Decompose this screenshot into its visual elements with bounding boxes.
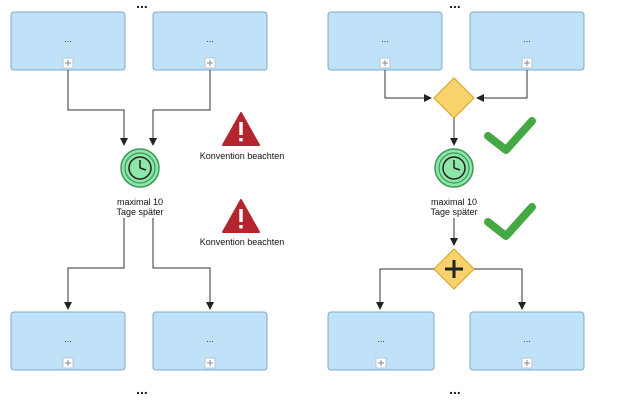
- ellipsis-bottom-left: ...: [136, 381, 148, 397]
- task-label: ...: [377, 334, 385, 344]
- expand-plus-icon[interactable]: [204, 57, 216, 69]
- task-label: ...: [523, 34, 531, 44]
- expand-plus-icon[interactable]: [379, 57, 391, 69]
- sequence-flow: [476, 70, 528, 102]
- expand-plus-icon[interactable]: [521, 57, 533, 69]
- task-label: ...: [381, 34, 389, 44]
- timer-caption-line1: maximal 10: [117, 197, 163, 207]
- expand-plus-icon[interactable]: [62, 57, 74, 69]
- expand-plus-icon[interactable]: [204, 357, 216, 369]
- warning-triangle-icon: [222, 112, 260, 146]
- timer-caption-line2: Tage später: [430, 207, 477, 217]
- sequence-flow: [67, 70, 128, 146]
- sequence-flow: [64, 218, 125, 310]
- warning-triangle-icon: [222, 199, 260, 233]
- exclusive-gateway-diamond[interactable]: [433, 77, 475, 119]
- timer-caption-line1: maximal 10: [431, 197, 477, 207]
- task-top-left-2[interactable]: ...: [152, 11, 268, 71]
- checkmark-icon: [484, 203, 536, 240]
- task-label: ...: [206, 334, 214, 344]
- task-bottom-right-1[interactable]: ...: [327, 311, 435, 371]
- parallel-gateway-plus[interactable]: [433, 248, 475, 290]
- task-top-left-1[interactable]: ...: [10, 11, 126, 71]
- ellipsis-bottom-right: ...: [449, 381, 461, 397]
- task-label: ...: [64, 34, 72, 44]
- warning-text: Konvention beachten: [200, 151, 285, 161]
- task-top-right-1[interactable]: ...: [327, 11, 443, 71]
- expand-plus-icon[interactable]: [62, 357, 74, 369]
- sequence-flow: [474, 268, 526, 310]
- sequence-flow: [384, 70, 432, 102]
- task-bottom-right-2[interactable]: ...: [469, 311, 585, 371]
- ellipsis-top-right: ...: [449, 0, 461, 11]
- task-bottom-left-1[interactable]: ...: [10, 311, 126, 371]
- sequence-flow: [376, 268, 434, 310]
- task-bottom-left-2[interactable]: ...: [152, 311, 268, 371]
- checkmark-icon: [484, 117, 536, 154]
- task-label: ...: [64, 334, 72, 344]
- sequence-flow: [152, 218, 214, 310]
- ellipsis-top-left: ...: [136, 0, 148, 11]
- expand-plus-icon[interactable]: [375, 357, 387, 369]
- task-label: ...: [523, 334, 531, 344]
- task-label: ...: [206, 34, 214, 44]
- expand-plus-icon[interactable]: [521, 357, 533, 369]
- clock-icon[interactable]: [434, 148, 474, 188]
- warning-text: Konvention beachten: [200, 237, 285, 247]
- timer-caption-line2: Tage später: [116, 207, 163, 217]
- clock-icon[interactable]: [120, 148, 160, 188]
- sequence-flow: [149, 70, 211, 146]
- task-top-right-2[interactable]: ...: [469, 11, 585, 71]
